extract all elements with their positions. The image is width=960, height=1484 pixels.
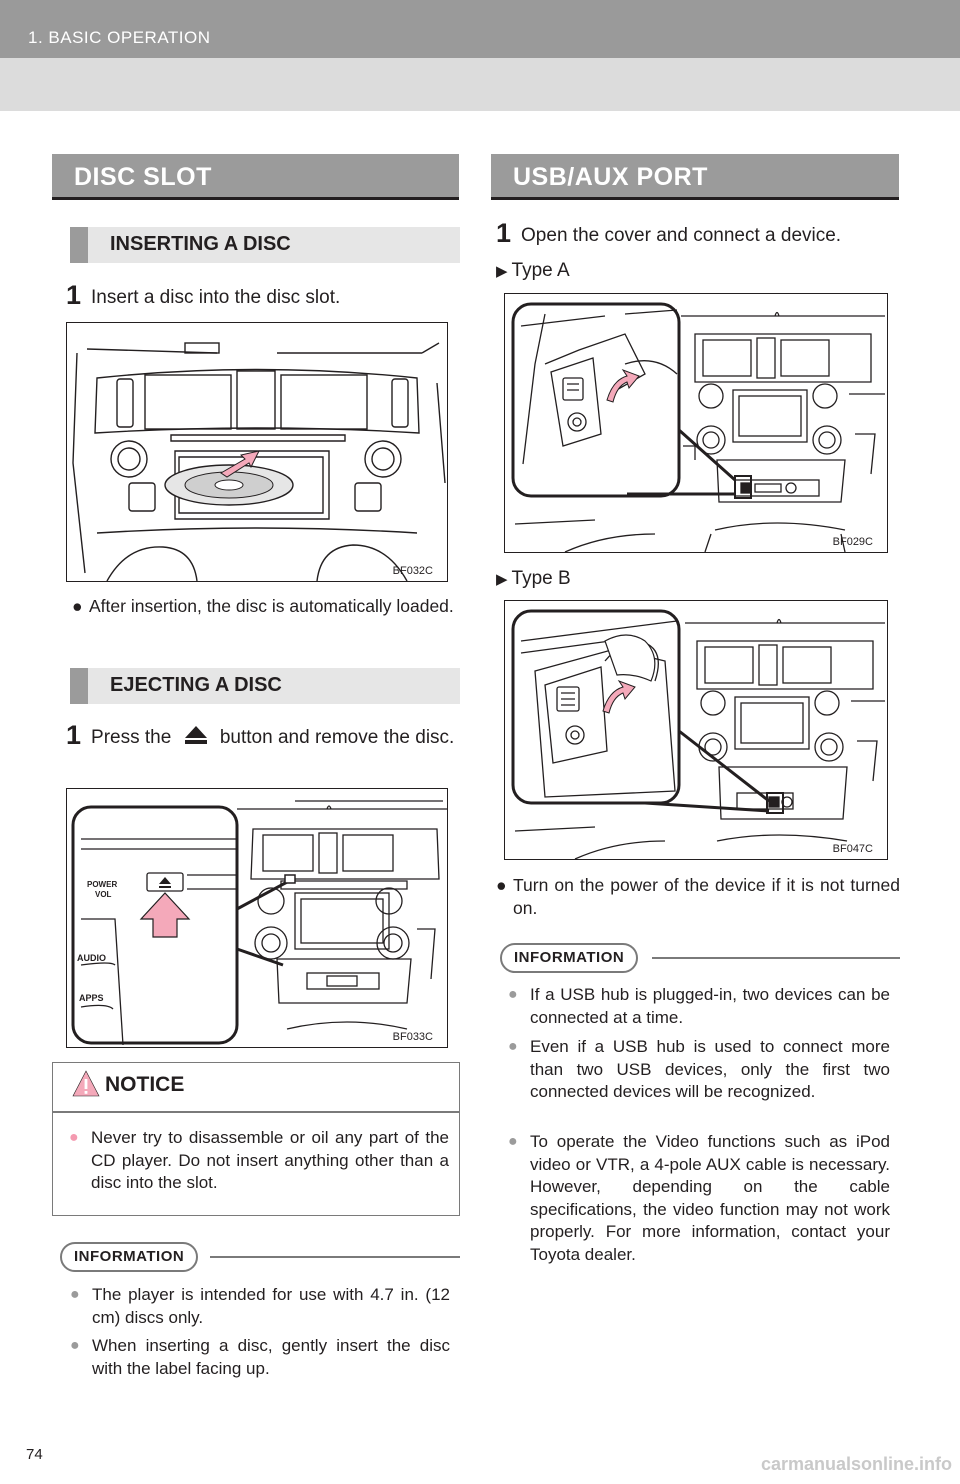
notice-divider xyxy=(53,1111,459,1113)
watermark: carmanualsonline.info xyxy=(760,1454,952,1474)
notice-box: NOTICE ● Never try to disassemble or oil… xyxy=(52,1062,460,1216)
type-b-text: Type B xyxy=(511,568,571,589)
notice-title: NOTICE xyxy=(105,1073,185,1096)
information-item: ● The player is intended for use with 4.… xyxy=(70,1284,450,1329)
bullet-icon: ● xyxy=(72,596,83,616)
type-a-text: Type A xyxy=(511,260,570,281)
subsection-marker xyxy=(70,668,88,704)
audio-label: AUDIO xyxy=(77,953,106,963)
usb-bullet: ● Turn on the power of the device if it … xyxy=(496,874,900,920)
insert-bullet: ● After insertion, the disc is automatic… xyxy=(72,595,460,618)
step-text: Open the cover and connect a device. xyxy=(521,225,842,246)
bullet-text: Turn on the power of the device if it is… xyxy=(513,875,900,918)
step-number: 1 xyxy=(66,280,82,310)
bullet-icon: ● xyxy=(508,986,518,1003)
section-title: DISC SLOT xyxy=(74,163,212,191)
vol-label: VOL xyxy=(95,890,112,899)
triangle-right-icon: ▶ xyxy=(496,571,508,588)
power-label: POWER xyxy=(87,880,117,889)
information-item: ● Even if a USB hub is used to connect m… xyxy=(508,1036,890,1104)
figure-usb-type-a: BF029C xyxy=(504,293,888,553)
type-b-label: ▶Type B xyxy=(496,568,571,590)
step-text: Insert a disc into the disc slot. xyxy=(91,287,341,308)
usb-type-a-illustration xyxy=(511,302,885,552)
usb-step: 1 Open the cover and connect a device. xyxy=(496,218,900,251)
information-text: Even if a USB hub is used to connect mor… xyxy=(530,1037,890,1101)
information-item: ● To operate the Video functions such as… xyxy=(508,1131,890,1266)
notice-item: ● Never try to disassemble or oil any pa… xyxy=(69,1127,449,1195)
figure-code: BF047C xyxy=(832,843,873,855)
subsection-marker xyxy=(70,227,88,263)
information-rule xyxy=(652,957,900,959)
chapter-title: 1. BASIC OPERATION xyxy=(28,28,211,47)
step-number: 1 xyxy=(66,720,82,750)
figure-code: BF029C xyxy=(832,536,873,548)
section-usb-aux-port: USB/AUX PORT xyxy=(491,154,899,200)
step-text-before: Press the xyxy=(91,727,172,748)
apps-label: APPS xyxy=(79,993,104,1003)
step-number: 1 xyxy=(496,218,512,248)
type-a-label: ▶Type A xyxy=(496,260,570,282)
bullet-icon: ● xyxy=(496,875,507,895)
bullet-icon: ● xyxy=(70,1286,80,1303)
information-item: ● When inserting a disc, gently insert t… xyxy=(70,1335,450,1380)
information-text: When inserting a disc, gently insert the… xyxy=(92,1336,450,1378)
figure-insert-disc: BF032C xyxy=(66,322,448,582)
figure-code: BF032C xyxy=(392,565,433,577)
figure-code: BF033C xyxy=(392,1031,433,1043)
warning-triangle-icon xyxy=(71,1069,101,1099)
information-text: To operate the Video functions such as i… xyxy=(530,1132,890,1264)
bullet-icon: ● xyxy=(508,1133,518,1150)
page-subheader-bar xyxy=(0,58,960,111)
information-text: The player is intended for use with 4.7 … xyxy=(92,1285,450,1327)
eject-step: 1 Press the button and remove the disc. xyxy=(66,720,460,753)
bullet-icon: ● xyxy=(70,1337,80,1354)
notice-text: Never try to disassemble or oil any part… xyxy=(91,1128,449,1192)
figure-usb-type-b: BF047C xyxy=(504,600,888,860)
subsection-title: EJECTING A DISC xyxy=(110,674,282,696)
information-tag: INFORMATION xyxy=(500,943,639,973)
information-tag: INFORMATION xyxy=(60,1242,199,1272)
step-text-after: button and remove the disc. xyxy=(219,727,455,748)
section-disc-slot: DISC SLOT xyxy=(52,154,459,200)
eject-icon xyxy=(183,725,209,745)
subsection-inserting-disc: INSERTING A DISC xyxy=(70,227,460,263)
bullet-text: After insertion, the disc is automatical… xyxy=(89,596,454,616)
information-item: ● If a USB hub is plugged-in, two device… xyxy=(508,984,890,1029)
triangle-right-icon: ▶ xyxy=(496,263,508,280)
subsection-title: INSERTING A DISC xyxy=(110,233,291,255)
bullet-icon: ● xyxy=(508,1038,518,1055)
disc-insert-illustration xyxy=(72,342,446,581)
page-number: 74 xyxy=(26,1446,43,1463)
section-title: USB/AUX PORT xyxy=(513,163,708,191)
information-text: If a USB hub is plugged-in, two devices … xyxy=(530,985,890,1027)
usb-type-b-illustration xyxy=(511,609,885,859)
bullet-icon: ● xyxy=(69,1129,79,1146)
insert-step: 1 Insert a disc into the disc slot. xyxy=(66,280,460,313)
information-rule xyxy=(210,1256,460,1258)
page-header-bar: 1. BASIC OPERATION xyxy=(0,0,960,58)
figure-eject-disc: POWER VOL AUDIO APPS BF033C xyxy=(66,788,448,1048)
subsection-ejecting-disc: EJECTING A DISC xyxy=(70,668,460,704)
disc-eject-illustration: POWER VOL AUDIO APPS xyxy=(71,800,447,1046)
